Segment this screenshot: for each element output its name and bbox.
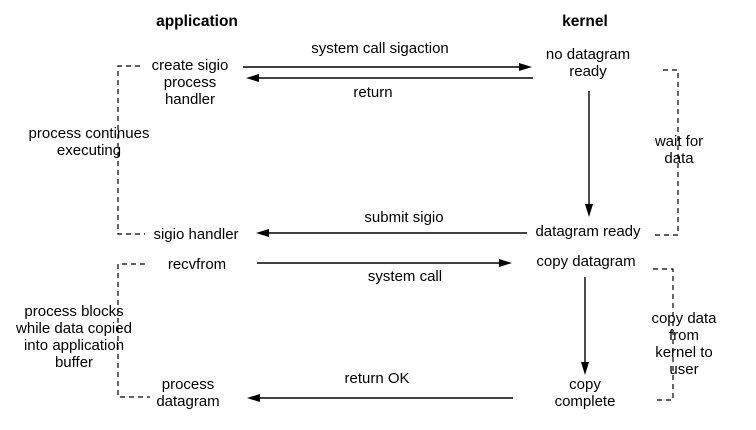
bracket-copy-data xyxy=(653,268,674,401)
arrow-label-return: return xyxy=(353,84,393,101)
node-copy-complete: copy complete xyxy=(554,376,616,410)
annotation-process-blocks: process blocks while data copied into ap… xyxy=(16,303,132,371)
arrow-system-call xyxy=(257,259,512,267)
bracket-process-blocks xyxy=(117,263,150,398)
node-recvfrom: recvfrom xyxy=(167,256,227,273)
column-title-application: application xyxy=(156,13,238,30)
arrow-submit-sigio xyxy=(256,229,527,237)
annotation-process-continues: process continues executing xyxy=(28,125,150,159)
arrow-wait-vertical xyxy=(585,91,593,217)
node-datagram-ready: datagram ready xyxy=(535,223,641,240)
arrow-label-system-call: system call xyxy=(367,268,443,285)
arrow-return-ok xyxy=(247,394,513,402)
node-sigio-handler: sigio handler xyxy=(153,226,239,243)
arrow-label-submit-sigio: submit sigio xyxy=(364,209,444,226)
node-no-datagram-ready: no datagram ready xyxy=(545,46,631,80)
node-copy-datagram: copy datagram xyxy=(536,253,636,270)
arrow-sigaction xyxy=(243,63,532,71)
bracket-wait-for-data xyxy=(652,69,679,236)
arrow-label-sigaction: system call sigaction xyxy=(311,40,449,57)
bracket-process-continues xyxy=(117,65,145,235)
annotation-copy-data-from: copy data from kernel to user xyxy=(651,310,717,378)
arrow-label-return-ok: return OK xyxy=(344,370,410,387)
node-create-sigio-handler: create sigio process handler xyxy=(151,57,229,108)
arrow-copy-vertical xyxy=(581,277,589,375)
annotation-wait-for-data: wait for data xyxy=(654,133,704,167)
node-process-datagram: process datagram xyxy=(156,376,220,410)
column-title-kernel: kernel xyxy=(562,13,608,30)
arrow-return xyxy=(246,74,533,82)
